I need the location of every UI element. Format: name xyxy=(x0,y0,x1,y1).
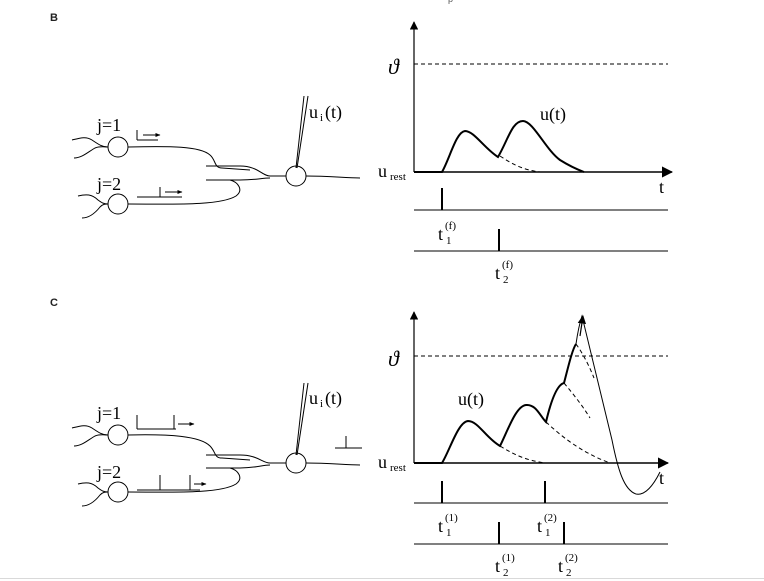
spike-label-1-c: t xyxy=(438,516,443,536)
label-ui-sub-c: i xyxy=(320,398,323,410)
axon-j2-c xyxy=(127,467,241,493)
panel-c-plot xyxy=(409,311,670,545)
axon-i xyxy=(305,175,361,179)
psp-2-continuation-c xyxy=(545,421,611,464)
spike-label-1-sup-c: (1) xyxy=(445,512,458,524)
threshold-symbol-c: ϑ xyxy=(388,346,400,371)
spike-label-1-sub-c: 1 xyxy=(446,527,452,539)
neuron-j1 xyxy=(107,136,129,158)
rest-label-sub-c: rest xyxy=(390,462,406,474)
spike-label-4-sub-c: 2 xyxy=(566,567,572,579)
panel-label-b: B xyxy=(50,12,58,24)
dendrite-j2-bottom-c xyxy=(81,491,109,507)
dendrite-j1-top-c xyxy=(71,425,109,436)
psp-3-continuation-c xyxy=(563,382,591,419)
potential-trace-c xyxy=(414,343,577,464)
neuron-j2 xyxy=(107,193,129,215)
spike-icon-j2 xyxy=(137,187,182,198)
dendrite-i-lower-c xyxy=(206,464,271,469)
dendrite-i-lower xyxy=(206,177,271,181)
dendrite-j1-bottom-c xyxy=(73,434,109,447)
electrode-line-1-c xyxy=(295,382,305,456)
potential-label-b: u(t) xyxy=(540,104,566,125)
electrode-line-2-c xyxy=(296,382,309,456)
spike-label-2-b: t xyxy=(495,263,500,283)
label-j1-c: j=1 xyxy=(96,403,121,423)
psp-1-continuation-b xyxy=(499,155,541,173)
psp-1-continuation-c xyxy=(499,445,546,464)
label-j2: j=2 xyxy=(96,174,121,194)
panel-b-plot xyxy=(409,21,674,252)
spike-label-4-sup-c: (2) xyxy=(565,552,578,564)
neuron-j2-c xyxy=(107,481,129,503)
electrode-line-2 xyxy=(296,95,309,169)
electrode-line-1 xyxy=(295,95,305,169)
spike-label-1-sup-b: (f) xyxy=(445,220,456,232)
axon-j1 xyxy=(127,146,251,171)
spike-label-4-c: t xyxy=(558,556,563,576)
spike-label-3-sub-c: 1 xyxy=(545,527,551,539)
label-j1: j=1 xyxy=(96,115,121,135)
label-ui-t-c: (t) xyxy=(325,388,342,409)
time-label-c: t xyxy=(659,468,664,488)
neuron-j1-c xyxy=(107,424,129,446)
action-potential-c xyxy=(575,314,661,495)
dendrite-j2-top xyxy=(77,194,109,205)
panel-c-network xyxy=(71,382,362,507)
label-ui-t: (t) xyxy=(325,102,342,123)
spike-label-3-sup-c: (2) xyxy=(544,512,557,524)
dendrite-j1-bottom xyxy=(73,146,109,159)
spike-label-3-c: t xyxy=(537,516,542,536)
threshold-symbol-b: ϑ xyxy=(388,54,400,79)
axon-i-c xyxy=(305,462,361,466)
spike-label-2-sup-c: (1) xyxy=(502,552,515,564)
label-ui-u: u xyxy=(309,102,318,122)
spike-icon-j2-c xyxy=(137,475,200,491)
spike-label-1-b: t xyxy=(438,224,443,244)
label-ui-sub: i xyxy=(320,112,323,124)
label-ui-u-c: u xyxy=(309,388,318,408)
potential-label-c: u(t) xyxy=(458,389,484,410)
spike-label-1-sub-b: 1 xyxy=(446,235,452,247)
psp-4-continuation-c xyxy=(575,343,595,379)
spike-label-2-sub-b: 2 xyxy=(503,274,509,286)
spike-icon-j1-c xyxy=(136,415,176,430)
dendrite-j1-top xyxy=(71,137,109,148)
label-j2-c: j=2 xyxy=(96,462,121,482)
spike-label-2-sub-c: 2 xyxy=(503,567,509,579)
dendrite-j2-bottom xyxy=(81,203,109,219)
bottom-divider xyxy=(0,578,764,579)
axon-j1-c xyxy=(127,434,251,461)
panel-label-c: C xyxy=(50,297,58,309)
rest-label-c: u xyxy=(378,452,387,472)
axon-j2 xyxy=(127,179,241,205)
spike-arrow-c xyxy=(577,315,587,337)
spike-label-2-c: t xyxy=(495,556,500,576)
rest-label-sub-b: rest xyxy=(390,171,406,183)
dendrite-i-upper-c xyxy=(206,454,286,464)
spike-label-2-sup-b: (f) xyxy=(502,259,513,271)
spike-icon-j1 xyxy=(136,130,158,141)
dendrite-i-upper xyxy=(206,165,286,177)
neuron-i xyxy=(285,165,307,187)
page-top-mark: p xyxy=(448,0,453,4)
dendrite-j2-top-c xyxy=(77,482,109,493)
panel-b-network xyxy=(71,95,361,219)
neuron-i-c xyxy=(285,452,307,474)
output-spike-icon-c xyxy=(335,436,362,449)
potential-trace-b xyxy=(414,119,585,173)
rest-label-b: u xyxy=(378,161,387,181)
time-label-b: t xyxy=(659,177,664,197)
